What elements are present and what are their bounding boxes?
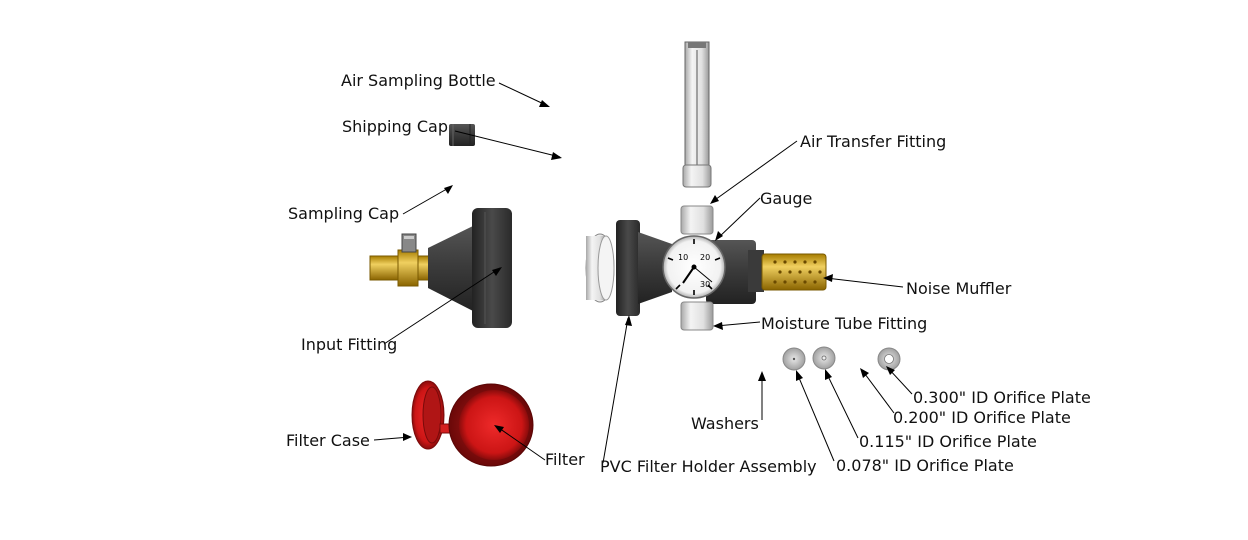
label-washers: Washers xyxy=(691,414,759,433)
orifice-plate-0-300 xyxy=(877,347,901,371)
leader-orifice-0-300 xyxy=(886,366,913,395)
orifice-plate-0-115 xyxy=(812,346,836,370)
leader-input-fitting xyxy=(383,267,502,345)
leader-sampling-cap xyxy=(402,185,453,215)
filter-case-part xyxy=(411,380,457,450)
label-input-fitting: Input Fitting xyxy=(301,335,397,354)
label-noise-muffler: Noise Muffler xyxy=(906,279,1012,298)
sampling-cap-part xyxy=(428,208,512,328)
leader-gauge xyxy=(715,197,761,241)
label-air-transfer-fitting: Air Transfer Fitting xyxy=(800,132,946,151)
label-pvc-filter-holder-assembly: PVC Filter Holder Assembly xyxy=(600,457,817,476)
leader-air-sampling-bottle xyxy=(498,82,550,107)
leader-filter-case xyxy=(373,433,412,441)
leader-lines xyxy=(373,82,913,464)
leader-filter xyxy=(494,425,546,461)
label-filter: Filter xyxy=(545,450,585,469)
leader-orifice-0-078 xyxy=(796,370,835,462)
leader-washers xyxy=(758,371,766,420)
label-moisture-tube-fitting: Moisture Tube Fitting xyxy=(761,314,927,333)
label-orifice-0-300: 0.300" ID Orifice Plate xyxy=(913,388,1091,407)
label-filter-case: Filter Case xyxy=(286,431,370,450)
label-orifice-0-115: 0.115" ID Orifice Plate xyxy=(859,432,1037,451)
label-orifice-0-078: 0.078" ID Orifice Plate xyxy=(836,456,1014,475)
noise-muffler-part xyxy=(761,253,827,291)
leader-moisture-tube-fitting xyxy=(713,321,761,330)
air-transfer-fitting-part xyxy=(680,205,714,235)
label-sampling-cap: Sampling Cap xyxy=(288,204,399,223)
air-sampling-bottle xyxy=(682,41,712,188)
leader-orifice-0-200 xyxy=(860,368,895,414)
gauge-tick-10: 10 xyxy=(678,253,688,262)
leader-shipping-cap xyxy=(454,130,562,160)
moisture-tube-fitting-part xyxy=(680,301,714,331)
label-gauge: Gauge xyxy=(760,189,812,208)
leader-air-transfer-fitting xyxy=(710,140,798,204)
gauge-tick-20: 20 xyxy=(700,253,710,262)
label-shipping-cap: Shipping Cap xyxy=(342,117,448,136)
leader-noise-muffler xyxy=(823,274,904,288)
leader-pvc-filter-holder xyxy=(602,315,632,464)
orifice-plate-0-078 xyxy=(782,347,806,371)
labels: Air Sampling Bottle Shipping Cap Samplin… xyxy=(286,71,1091,476)
filter-part xyxy=(448,383,534,467)
pvc-filter-holder-part xyxy=(585,220,672,316)
gauge-face: 10 20 30 xyxy=(662,235,726,299)
label-air-sampling-bottle: Air Sampling Bottle xyxy=(341,71,496,90)
leader-orifice-0-115 xyxy=(825,369,859,439)
gauge-tick-30: 30 xyxy=(700,280,710,289)
label-orifice-0-200: 0.200" ID Orifice Plate xyxy=(893,408,1071,427)
input-fitting-part xyxy=(369,233,431,287)
